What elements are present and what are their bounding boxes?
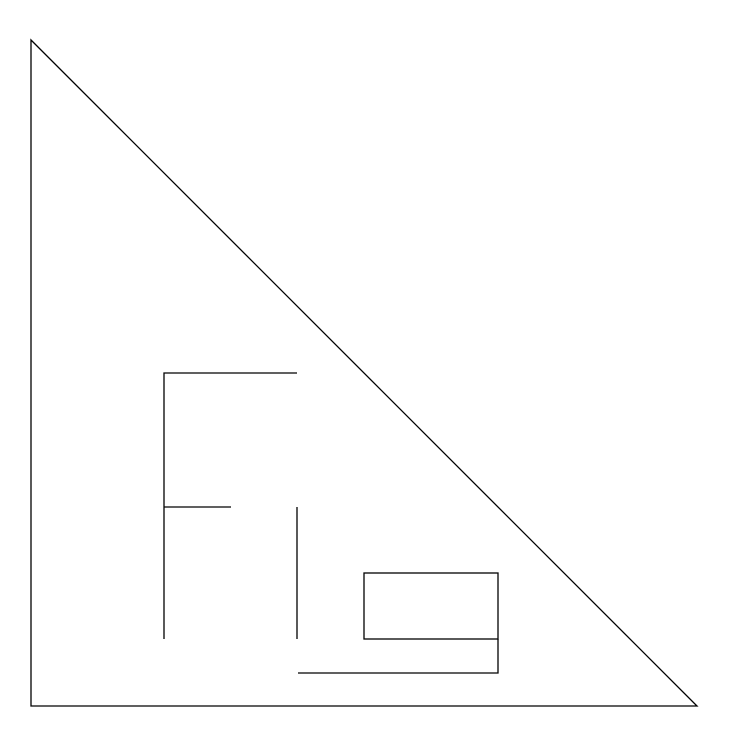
right-triangle-outline xyxy=(30,38,699,707)
letter-f-shape xyxy=(163,372,297,639)
f-top-and-stem xyxy=(163,372,297,639)
l-shaped-connector xyxy=(298,639,499,674)
small-rectangle xyxy=(363,572,499,640)
